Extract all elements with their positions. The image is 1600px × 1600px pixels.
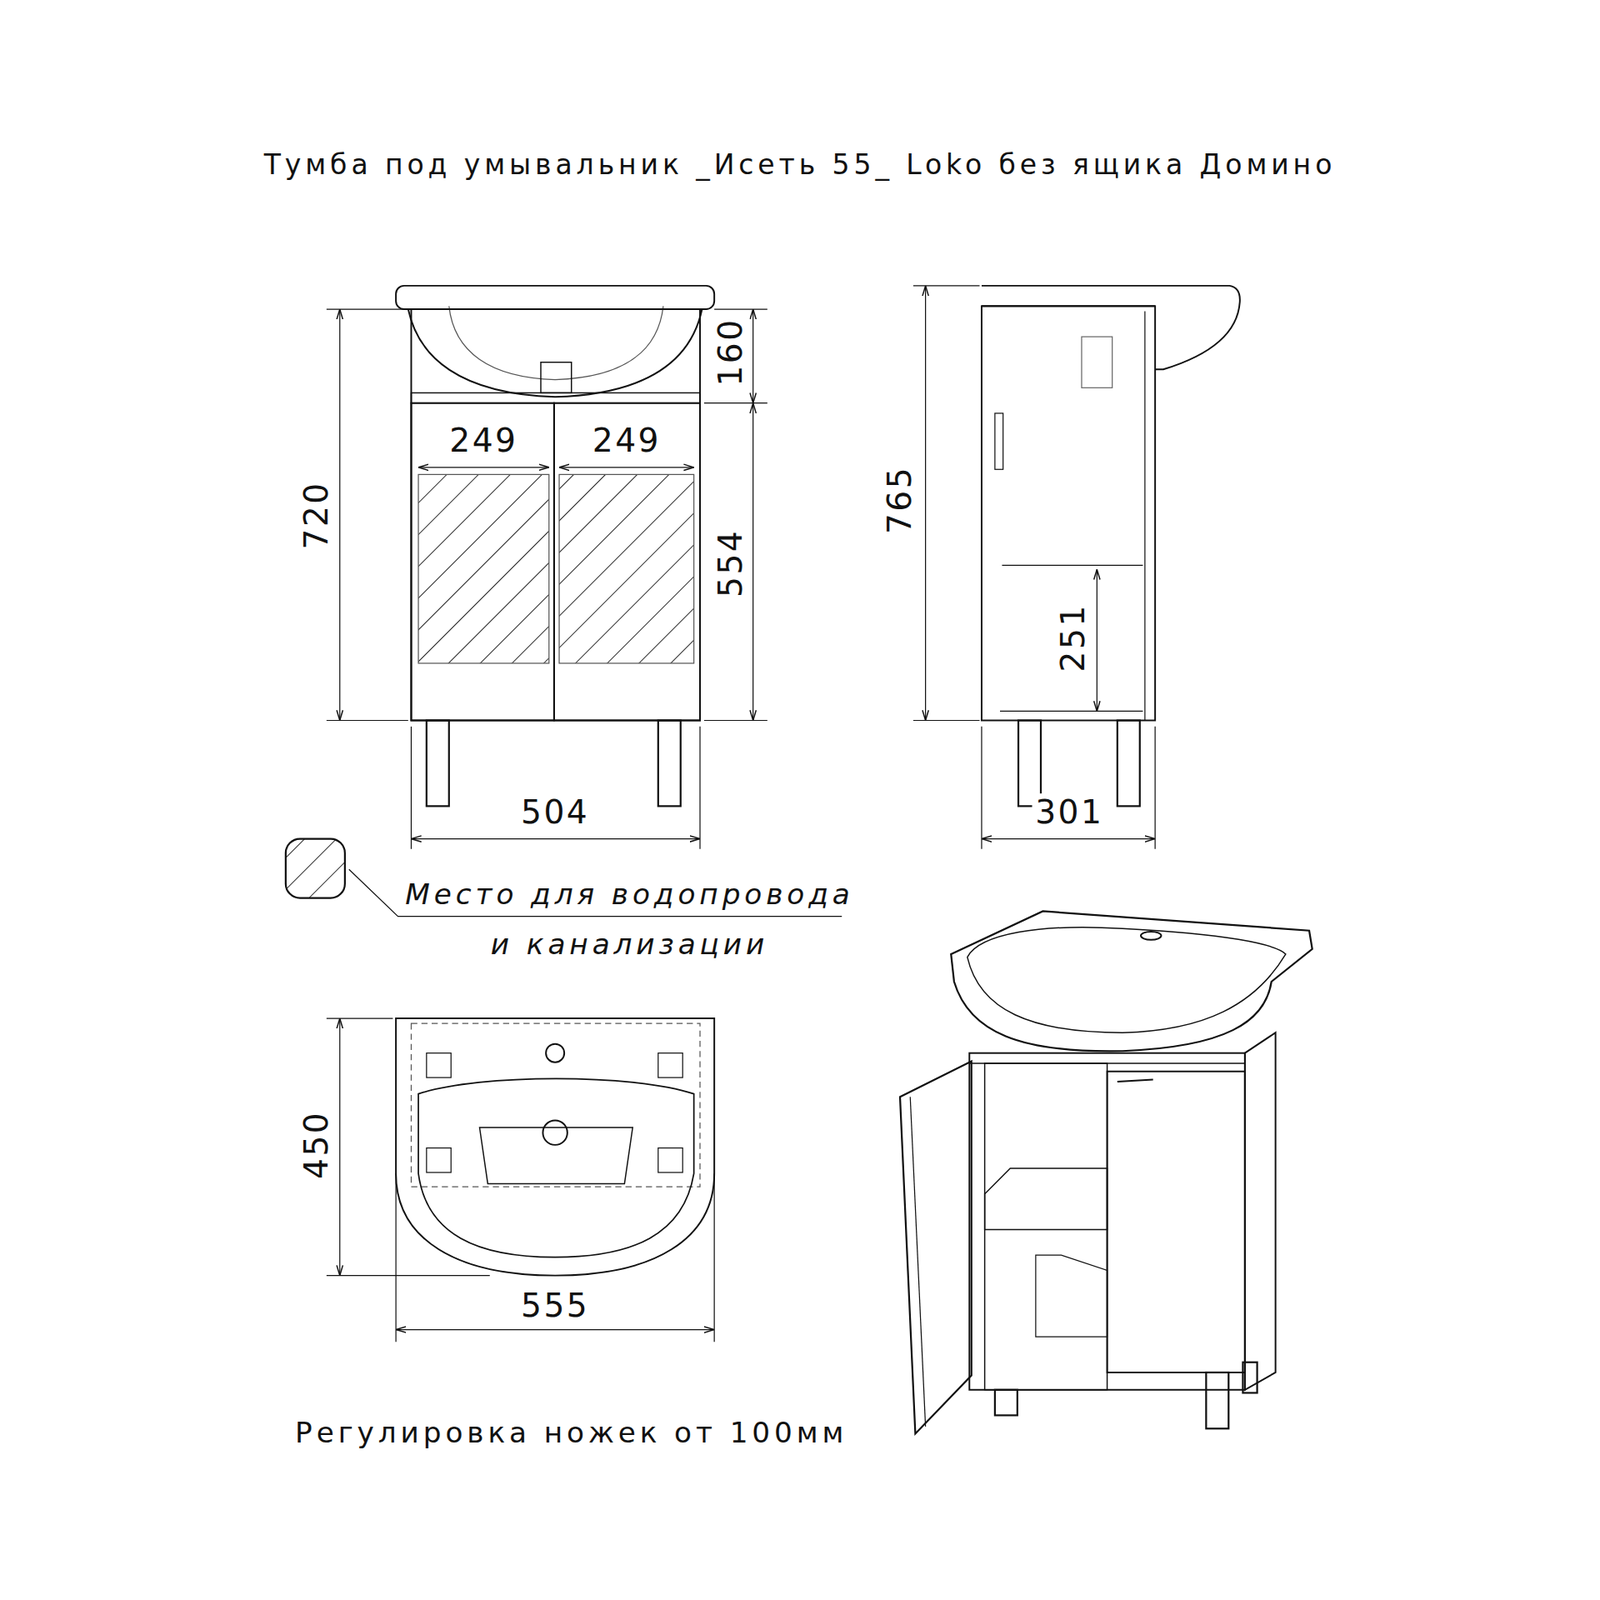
dimension-value: 249 xyxy=(446,421,521,460)
dimension-value: 765 xyxy=(880,462,919,537)
dimension-value: 249 xyxy=(589,421,664,460)
dimension-value: 720 xyxy=(297,478,335,553)
dimension-value: 554 xyxy=(711,525,750,600)
dimension-value: 301 xyxy=(1032,793,1107,831)
legend-text: Место для водопровода и канализации xyxy=(400,869,860,970)
dimension-value: 251 xyxy=(1055,600,1093,675)
dimension-value: 555 xyxy=(517,1287,592,1325)
dimension-value: 450 xyxy=(297,1107,335,1182)
dimension-value: 504 xyxy=(517,793,592,831)
drawing-title: Тумба под умывальник _Исеть 55_ Loko без… xyxy=(0,149,1600,181)
dimension-value: 160 xyxy=(711,315,750,390)
note-text: Регулировка ножек от 100мм xyxy=(295,1417,848,1450)
